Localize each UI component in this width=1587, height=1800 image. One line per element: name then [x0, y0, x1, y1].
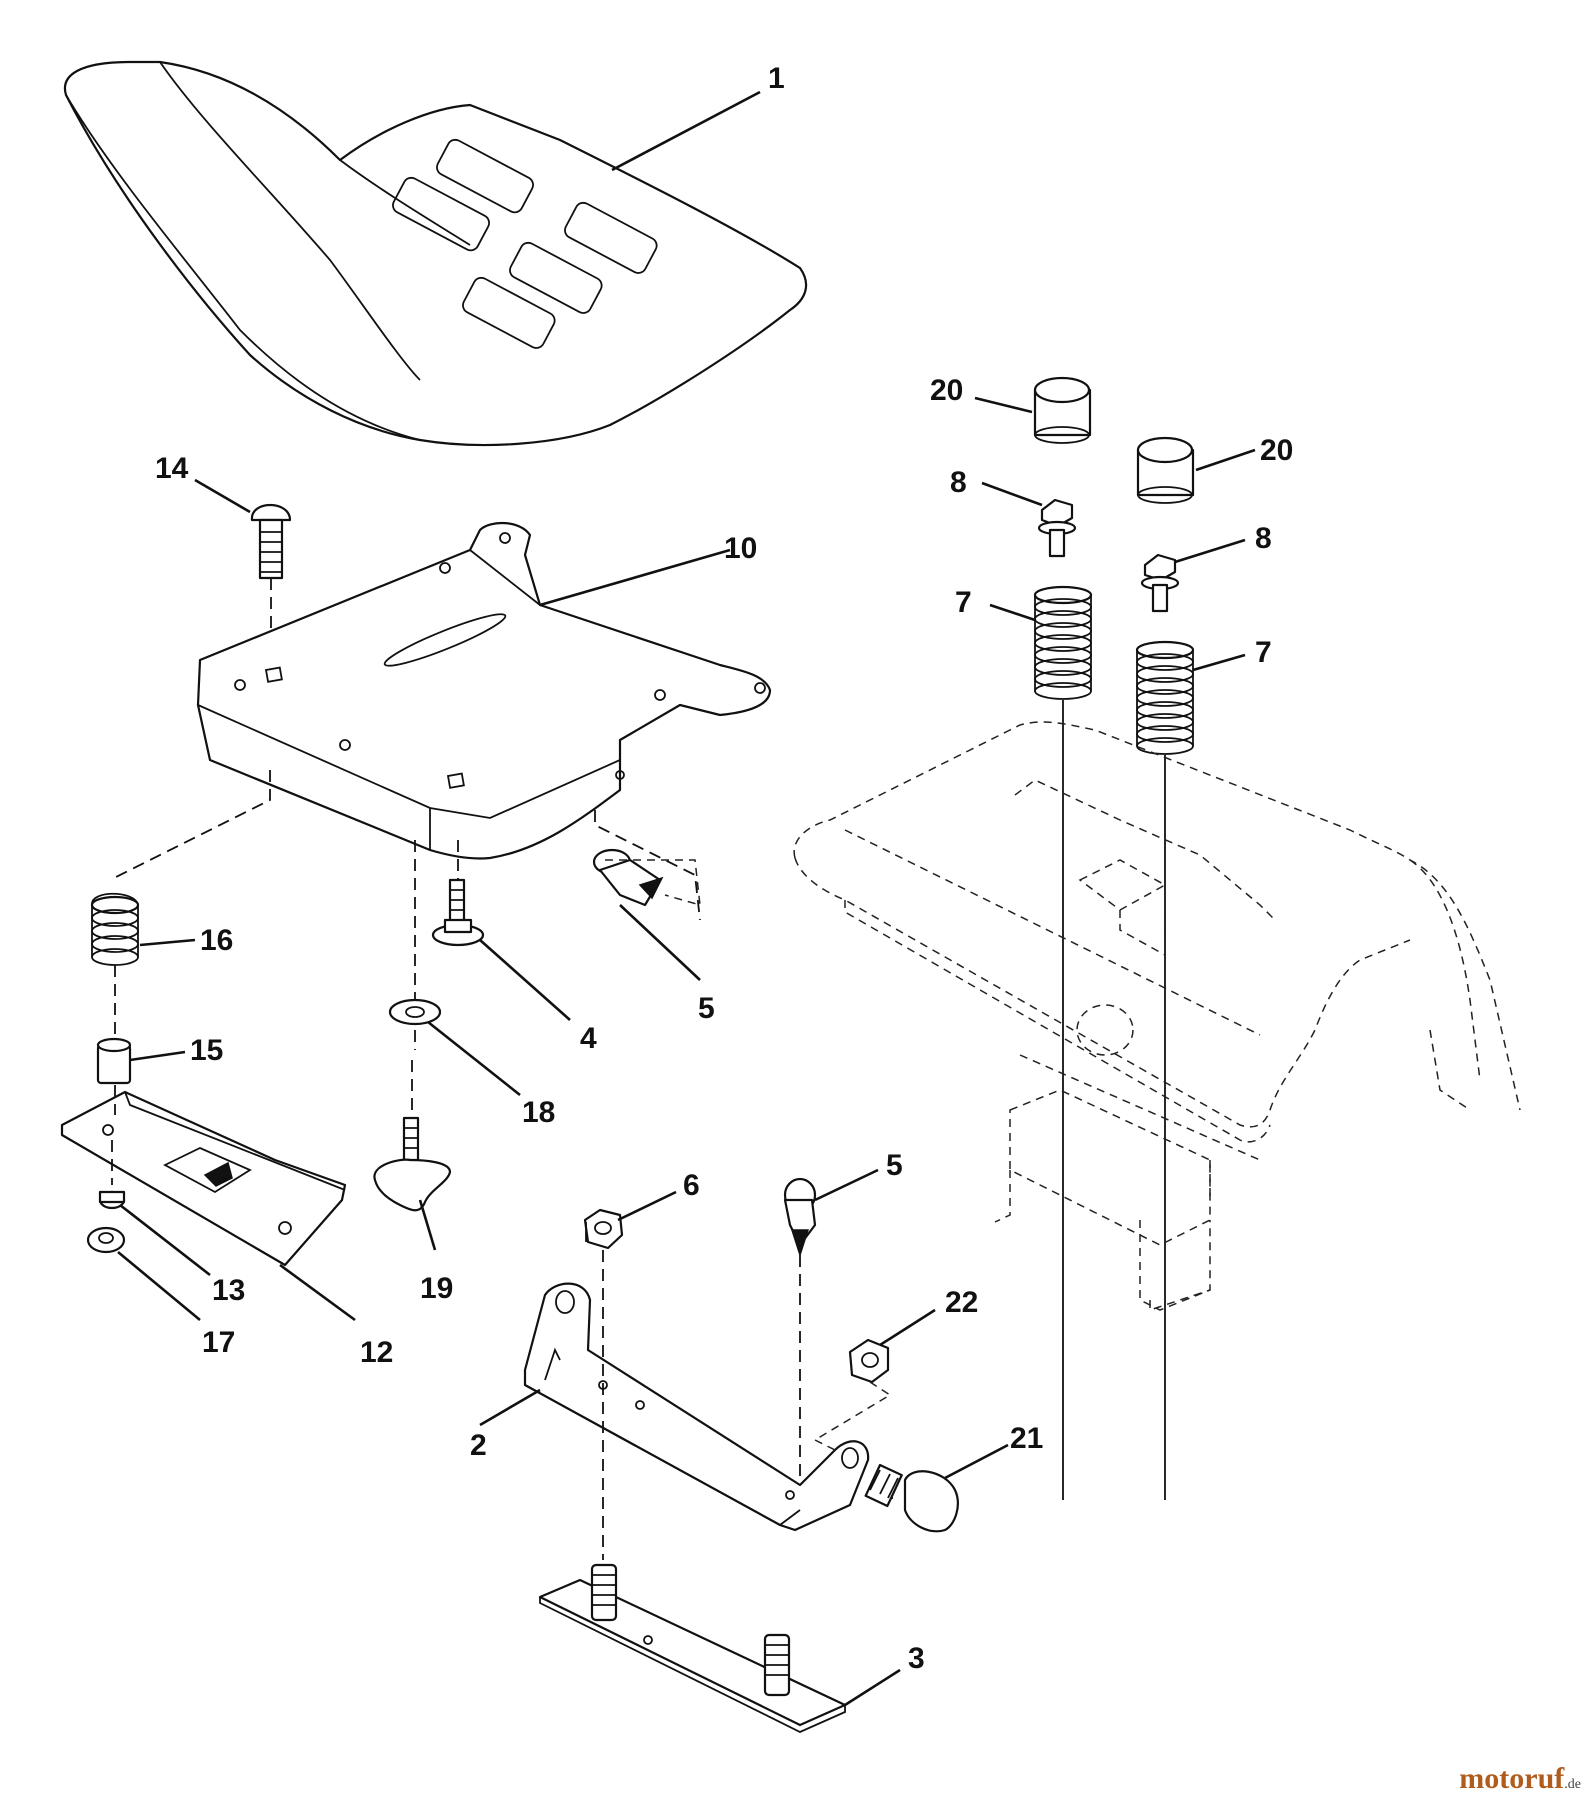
seat-pad-pattern	[392, 138, 658, 349]
callout-20-right: 20	[1260, 434, 1293, 467]
part-adjustment-knob	[373, 1116, 452, 1212]
callout-14: 14	[155, 452, 189, 485]
callout-20-left: 20	[930, 374, 963, 407]
watermark: motoruf.de	[1459, 1762, 1581, 1796]
callout-22: 22	[945, 1286, 978, 1319]
watermark-suffix: .de	[1564, 1777, 1581, 1792]
part-seat	[63, 60, 808, 447]
callout-12: 12	[360, 1336, 393, 1369]
part-flange-bolt-left	[1037, 498, 1077, 558]
callout-2: 2	[470, 1429, 487, 1462]
callout-5-upper: 5	[698, 992, 715, 1025]
part-hex-bolt	[864, 1463, 959, 1533]
part-flange-nut	[86, 1226, 126, 1254]
callout-18: 18	[522, 1096, 555, 1129]
part-stud-plate	[538, 1563, 847, 1733]
watermark-text: motoruf	[1459, 1762, 1565, 1795]
callout-7-left: 7	[955, 586, 972, 619]
callout-8-right: 8	[1255, 522, 1272, 555]
callout-21: 21	[1010, 1422, 1043, 1455]
part-carriage-bolt	[250, 504, 292, 580]
part-bushing-right	[1136, 436, 1195, 504]
callout-19: 19	[420, 1272, 453, 1305]
part-clip-lower	[783, 1177, 817, 1258]
part-spring-right	[1135, 640, 1195, 755]
part-hex-nut	[848, 1338, 890, 1384]
part-pivot-bracket	[523, 1282, 870, 1532]
part-slide-bracket	[60, 1090, 347, 1267]
callout-5-lower: 5	[886, 1149, 903, 1182]
part-clip-upper	[592, 848, 664, 907]
part-bushing-left	[1033, 376, 1092, 444]
part-washer	[388, 998, 442, 1026]
callout-1: 1	[768, 62, 785, 95]
callout-3: 3	[908, 1642, 925, 1675]
part-seat-mounting-plate	[196, 522, 772, 860]
callout-6: 6	[683, 1169, 700, 1202]
part-small-spring	[90, 892, 140, 966]
callout-16: 16	[200, 924, 233, 957]
part-shoulder-bolt	[431, 878, 485, 947]
callout-15: 15	[190, 1034, 223, 1067]
part-small-nut	[98, 1190, 126, 1210]
part-spring-left	[1033, 585, 1093, 700]
phantom-fender	[793, 721, 1521, 1312]
callout-17: 17	[202, 1326, 235, 1359]
part-hex-lock-nut	[583, 1208, 624, 1250]
callout-4: 4	[580, 1022, 597, 1055]
callout-7-right: 7	[1255, 636, 1272, 669]
part-flange-bolt-right	[1140, 553, 1180, 613]
callout-13: 13	[212, 1274, 245, 1307]
part-spacer	[96, 1037, 132, 1085]
callout-8-left: 8	[950, 466, 967, 499]
callout-10: 10	[724, 532, 757, 565]
